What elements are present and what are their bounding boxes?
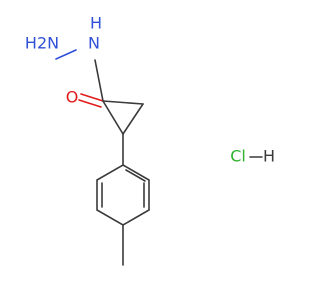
benzene-ring [96, 164, 150, 226]
hydrazide-nh-label: N [88, 34, 100, 53]
hcl-hydrogen-label: H [263, 147, 275, 166]
chloride-label: Cl [230, 147, 246, 166]
carbonyl-bond-1 [80, 93, 104, 102]
carbonyl-oxygen-label: O [66, 88, 79, 107]
hydrazide-nh2-label: H2N [25, 34, 59, 53]
hydrazide-h-label: H [90, 14, 102, 33]
molecule-diagram: H2N N H O Cl H [24, 13, 276, 266]
aromatic-inner-3 [125, 169, 146, 182]
n-c-bond [94, 59, 104, 102]
structure-svg: H2N N H O Cl H [25, 14, 275, 266]
cyclopropane-bond-c [102, 100, 124, 135]
n-n-bond [55, 49, 77, 60]
cyclopropane-bond-a [102, 100, 144, 105]
carbonyl-bond-2 [78, 99, 102, 108]
cyclopropane-bond-b [122, 103, 144, 135]
